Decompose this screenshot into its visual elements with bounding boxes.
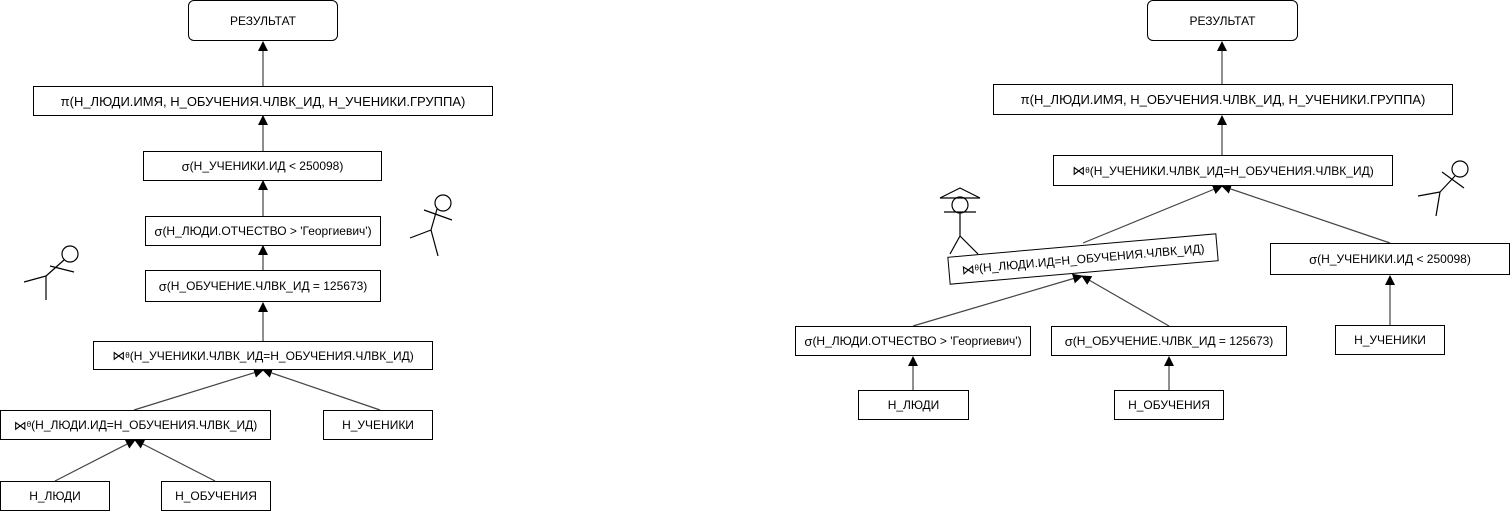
node-label: Н_ЛЮДИ	[29, 489, 81, 503]
result-node: РЕЗУЛЬТАТ	[1147, 0, 1298, 41]
node-label: РЕЗУЛЬТАТ	[1189, 13, 1256, 28]
selection-node-patronymic: σ(Н_ЛЮДИ.ОТЧЕСТВО > 'Георгиевич')	[145, 216, 381, 246]
node-label: Н_ЛЮДИ	[887, 398, 940, 412]
node-label: (Н_ЛЮДИ.ИД=Н_ОБУЧЕНИЯ.ЧЛВК_ИД)	[31, 418, 258, 432]
stick-figure-icon	[409, 194, 453, 257]
edge	[912, 273, 1083, 327]
node-label: (Н_УЧЕНИКИ.ЧЛВК_ИД=Н_ОБУЧЕНИЯ.ЧЛВК_ИД)	[1089, 163, 1374, 178]
node-label: (Н_ЛЮДИ.ОТЧЕСТВО > 'Георгиевич')	[812, 334, 1022, 348]
join-symbol: ⋈	[1072, 163, 1086, 178]
node-label: Н_ОБУЧЕНИЯ	[1128, 398, 1210, 412]
edge	[1221, 184, 1391, 244]
projection-node: π(Н_ЛЮДИ.ИМЯ, Н_ОБУЧЕНИЯ.ЧЛВК_ИД, Н_УЧЕН…	[33, 86, 493, 116]
edge	[133, 367, 264, 411]
table-node-education: Н_ОБУЧЕНИЯ	[161, 481, 271, 511]
stick-figure-icon	[1417, 160, 1469, 217]
node-label: (Н_ОБУЧЕНИЕ.ЧЛВК_ИД = 125673)	[1072, 334, 1274, 348]
sigma-symbol: σ	[1064, 333, 1073, 349]
pi-symbol: π	[1020, 92, 1030, 107]
pi-symbol: π	[60, 93, 70, 109]
join-symbol: ⋈	[13, 417, 27, 433]
node-label: РЕЗУЛЬТАТ	[230, 13, 296, 28]
join-node-students: ⋈θ(Н_УЧЕНИКИ.ЧЛВК_ИД=Н_ОБУЧЕНИЯ.ЧЛВК_ИД)	[93, 341, 433, 370]
join-symbol: ⋈	[112, 348, 126, 363]
sigma-symbol: σ	[158, 278, 167, 294]
table-node-people: Н_ЛЮДИ	[0, 481, 110, 511]
selection-node-id: σ(Н_УЧЕНИКИ.ИД < 250098)	[143, 151, 382, 181]
theta-subscript: θ	[1085, 165, 1090, 175]
table-node-education: Н_ОБУЧЕНИЯ	[1114, 390, 1224, 420]
edge	[1082, 184, 1223, 244]
edge	[262, 368, 381, 411]
stick-figure-icon	[23, 245, 79, 300]
sigma-symbol: σ	[181, 158, 190, 174]
node-label: (Н_УЧЕНИКИ.ИД < 250098)	[1317, 252, 1471, 266]
projection-node: π(Н_ЛЮДИ.ИМЯ, Н_ОБУЧЕНИЯ.ЧЛВК_ИД, Н_УЧЕН…	[993, 84, 1453, 115]
edge	[134, 439, 216, 482]
node-label: (Н_ЛЮДИ.ИМЯ, Н_ОБУЧЕНИЯ.ЧЛВК_ИД, Н_УЧЕНИ…	[69, 93, 466, 109]
edge	[1081, 275, 1170, 327]
table-node-students: Н_УЧЕНИКИ	[1335, 325, 1445, 355]
result-node: РЕЗУЛЬТАТ	[188, 0, 338, 41]
table-node-students: Н_УЧЕНИКИ	[323, 410, 433, 440]
node-label: (Н_ОБУЧЕНИЕ.ЧЛВК_ИД = 125673)	[166, 279, 368, 293]
sigma-symbol: σ	[154, 223, 163, 239]
selection-node-patronymic: σ(Н_ЛЮДИ.ОТЧЕСТВО > 'Георгиевич')	[795, 326, 1031, 356]
theta-subscript: θ	[125, 350, 130, 360]
table-node-people: Н_ЛЮДИ	[858, 390, 969, 420]
selection-node-chlvk: σ(Н_ОБУЧЕНИЕ.ЧЛВК_ИД = 125673)	[145, 270, 381, 302]
sigma-symbol: σ	[804, 333, 813, 349]
sigma-symbol: σ	[1309, 251, 1318, 267]
theta-subscript: θ	[26, 420, 32, 429]
edge	[54, 439, 136, 482]
join-node-students: ⋈θ(Н_УЧЕНИКИ.ЧЛВК_ИД=Н_ОБУЧЕНИЯ.ЧЛВК_ИД)	[1053, 155, 1393, 186]
node-label: Н_УЧЕНИКИ	[1354, 333, 1426, 347]
hat-figure-icon	[939, 187, 981, 255]
join-node-people: ⋈θ(Н_ЛЮДИ.ИД=Н_ОБУЧЕНИЯ.ЧЛВК_ИД)	[0, 410, 271, 440]
node-label: (Н_ЛЮДИ.ОТЧЕСТВО > 'Георгиевич')	[162, 224, 372, 238]
node-label: (Н_ЛЮДИ.ИМЯ, Н_ОБУЧЕНИЯ.ЧЛВК_ИД, Н_УЧЕНИ…	[1029, 92, 1426, 107]
join-symbol: ⋈	[961, 261, 976, 278]
node-label: (Н_УЧЕНИКИ.ЧЛВК_ИД=Н_ОБУЧЕНИЯ.ЧЛВК_ИД)	[129, 348, 414, 363]
node-label: Н_ОБУЧЕНИЯ	[175, 489, 257, 503]
selection-node-chlvk: σ(Н_ОБУЧЕНИЕ.ЧЛВК_ИД = 125673)	[1051, 326, 1287, 356]
node-label: Н_УЧЕНИКИ	[342, 418, 414, 432]
selection-node-id: σ(Н_УЧЕНИКИ.ИД < 250098)	[1270, 243, 1510, 275]
node-label: (Н_УЧЕНИКИ.ИД < 250098)	[189, 159, 344, 173]
